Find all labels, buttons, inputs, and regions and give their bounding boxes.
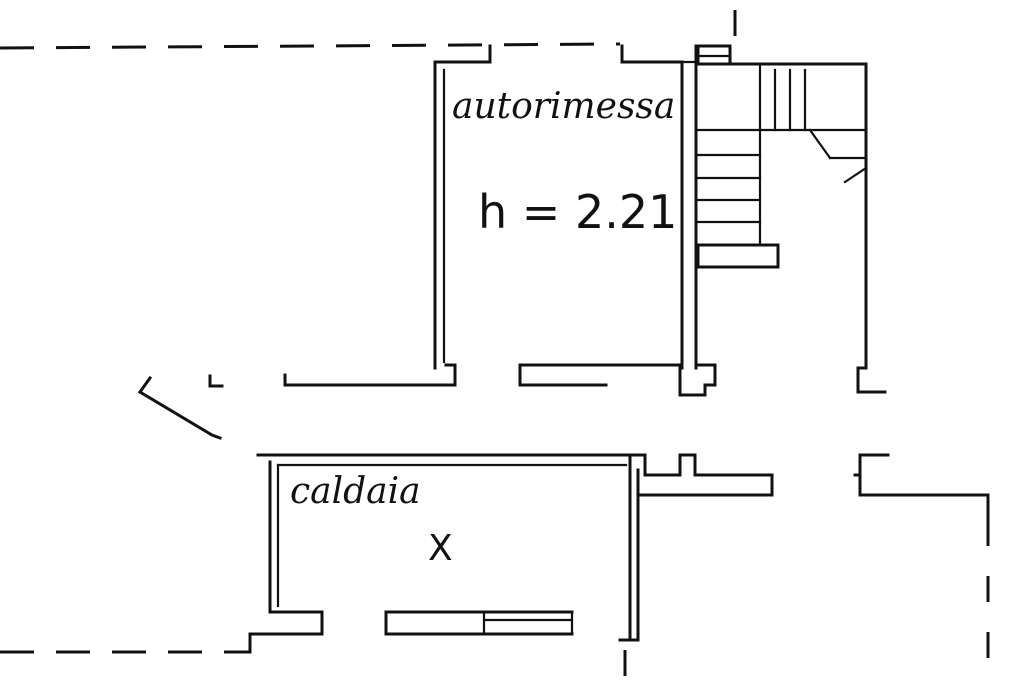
corridor-walls [856, 173, 887, 394]
staircase [696, 44, 868, 269]
middle-walls [628, 453, 990, 522]
garage-walls [283, 44, 717, 397]
entry-door [137, 374, 224, 440]
garage-height: h = 2.21 [478, 185, 677, 239]
property-boundary [0, 10, 990, 683]
boiler-mark: X [428, 528, 453, 569]
garage-name: autorimessa [452, 86, 675, 127]
boiler-name: caldaia [290, 471, 421, 512]
boiler-walls [248, 453, 640, 654]
